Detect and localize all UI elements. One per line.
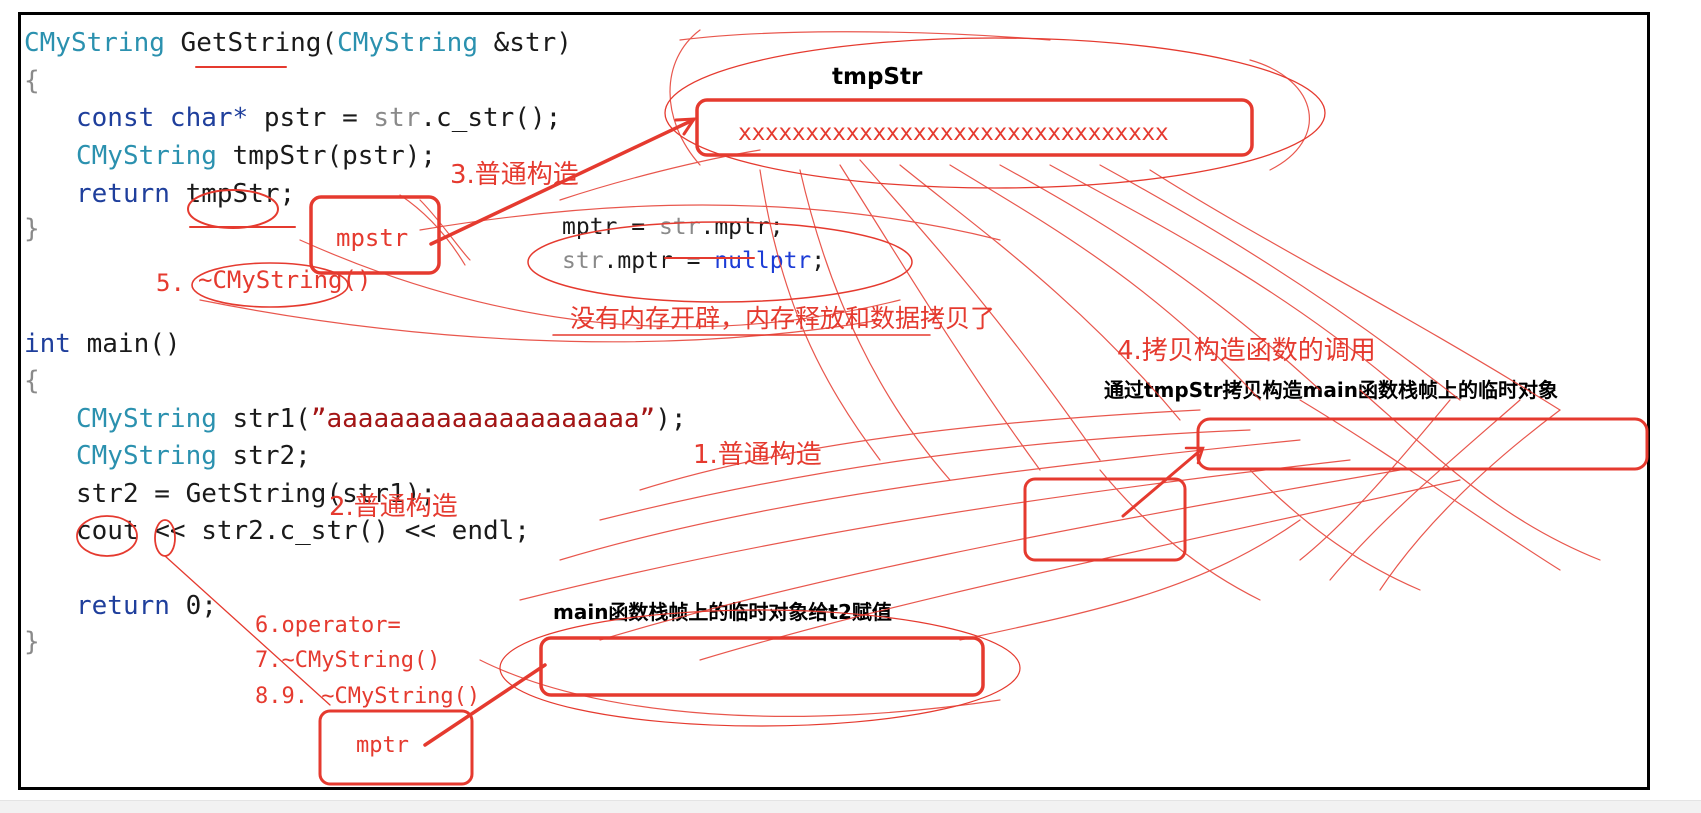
code-func-signature: CMyString GetString(CMyString &str): [24, 28, 572, 58]
type-token: CMyString: [76, 141, 217, 171]
code-open-brace-2: {: [24, 366, 40, 396]
annotation-step5-text: ~CMyString(): [198, 266, 372, 294]
code-text: str2;: [232, 441, 311, 471]
code-text: main(): [86, 329, 181, 359]
annotation-mptr: mptr: [356, 733, 409, 758]
annotation-step7: 7.~CMyString(): [255, 648, 441, 673]
keyword-nullptr: nullptr: [714, 248, 812, 274]
annotation-step2: 2.普通构造: [329, 492, 458, 522]
code-text: pstr =: [263, 103, 374, 133]
keyword-return: return: [76, 591, 170, 621]
move-code-line2: str.mptr = nullptr;: [562, 246, 825, 276]
code-open-brace-1: {: [24, 66, 40, 96]
annotation-step89: 8.9. ~CMyString(): [255, 684, 481, 709]
code-text: .mptr =: [603, 248, 715, 274]
code-text: str: [373, 103, 421, 133]
code-text: 0;: [185, 591, 217, 621]
code-line-tmpstr: CMyString tmpStr(pstr);: [76, 141, 436, 171]
annotation-step5-num: 5.: [156, 269, 185, 297]
code-text: ;: [811, 248, 826, 274]
code-text: .mptr;: [700, 214, 784, 240]
code-close-brace-2: }: [24, 627, 40, 657]
keyword-const-char: const char*: [76, 103, 249, 133]
func-name: GetString: [180, 28, 322, 58]
code-line-str1: CMyString str1(”aaaaaaaaaaaaaaaaaaaa”);: [76, 404, 687, 434]
code-main-signature: int main(): [24, 329, 181, 359]
code-text: .c_str();: [420, 103, 562, 133]
keyword-int: int: [24, 329, 71, 359]
code-close-brace-1: }: [24, 214, 40, 244]
code-line-pstr: const char* pstr = str.c_str();: [76, 103, 561, 133]
annotation-step4: 4.拷贝构造函数的调用: [1117, 336, 1376, 366]
code-line-return0: return 0;: [76, 591, 217, 621]
param-type: CMyString: [337, 28, 478, 58]
annotation-step1: 1.普通构造: [693, 440, 822, 470]
label-assign-desc: main函数栈帧上的临时对象给t2赋值: [553, 600, 892, 624]
annotation-mpstr: mpstr: [336, 224, 409, 252]
code-text: str: [658, 214, 701, 240]
code-line-str2: CMyString str2;: [76, 441, 311, 471]
move-code-line1: mptr = str.mptr;: [562, 212, 784, 242]
code-text: );: [655, 404, 687, 434]
annotation-step3: 3.普通构造: [450, 160, 579, 190]
type-token: CMyString: [24, 28, 165, 58]
code-line-assign: str2 = GetString(str1);: [76, 479, 437, 509]
code-text: tmpStr;: [185, 179, 296, 209]
annotation-step6: 6.operator=: [255, 613, 401, 638]
bottom-strip: [0, 800, 1701, 813]
code-text: mptr =: [562, 214, 659, 240]
param-name: &str): [493, 28, 572, 58]
annotation-xstring: xxxxxxxxxxxxxxxxxxxxxxxxxxxxxxxx: [738, 120, 1169, 146]
keyword-return: return: [76, 179, 170, 209]
code-line-return: return tmpStr;: [76, 179, 295, 209]
type-token: CMyString: [76, 441, 217, 471]
string-literal: ”aaaaaaaaaaaaaaaaaaaa”: [310, 404, 656, 434]
label-tmpstr: tmpStr: [832, 64, 923, 90]
code-text: tmpStr(pstr);: [232, 141, 437, 171]
label-copy-desc: 通过tmpStr拷贝构造main函数栈帧上的临时对象: [1104, 378, 1558, 402]
type-token: CMyString: [76, 404, 217, 434]
code-line-cout: cout << str2.c_str() << endl;: [76, 516, 530, 546]
code-text: str: [562, 248, 604, 274]
annotation-no-alloc: 没有内存开辟，内存释放和数据拷贝了: [570, 304, 996, 333]
code-text: str1(: [232, 404, 311, 434]
